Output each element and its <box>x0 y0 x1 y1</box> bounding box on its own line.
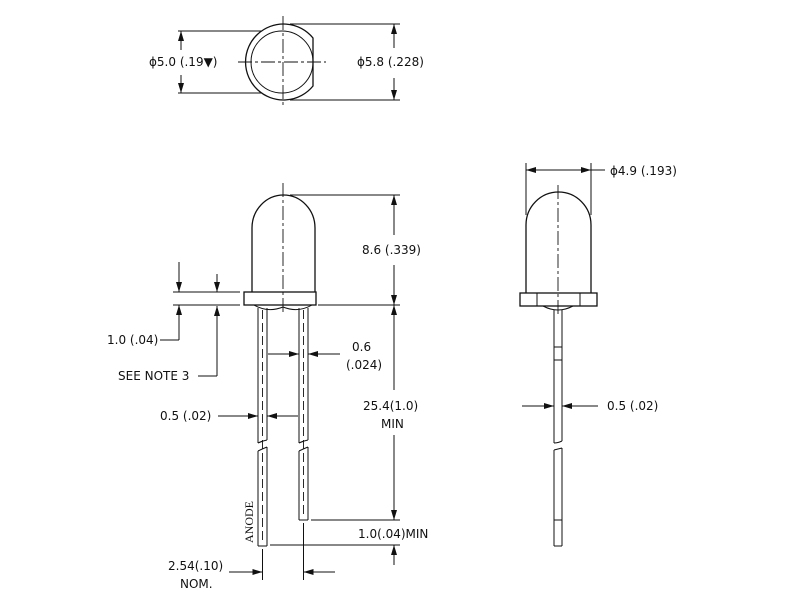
inner-diameter-label: ϕ5.0 (.19▼) <box>149 55 218 69</box>
top-view: ϕ5.0 (.19▼) ϕ5.8 (.228) <box>149 16 424 108</box>
height-label: 8.6 (.339) <box>362 243 421 257</box>
outer-rim <box>244 23 314 101</box>
anode-label: ANODE <box>242 501 256 543</box>
side-lead-width-label: 0.5 (.02) <box>607 399 658 413</box>
flange-label: 1.0 (.04) <box>107 333 158 347</box>
body-diameter-label: ϕ4.9 (.193) <box>610 164 677 178</box>
pitch-label: 2.54(.10) <box>168 559 223 573</box>
front-view: 8.6 (.339) 1.0 (.04) SEE NOTE 3 0.6 (.02… <box>107 183 428 591</box>
lead-square-label-inch: (.024) <box>346 358 382 372</box>
led-body <box>251 194 316 292</box>
outer-diameter-label: ϕ5.8 (.228) <box>357 55 424 69</box>
pitch-nom-label: NOM. <box>180 577 213 591</box>
lead-width-label: 0.5 (.02) <box>160 409 211 423</box>
see-note-label: SEE NOTE 3 <box>118 369 189 383</box>
lead-length-label: 25.4(1.0) <box>363 399 418 413</box>
side-flange <box>519 292 598 307</box>
flange <box>243 291 317 306</box>
lead-square-label: 0.6 <box>352 340 371 354</box>
side-lead <box>553 310 563 547</box>
side-view: ϕ4.9 (.193) 0.5 (.02) <box>519 163 677 547</box>
lead-offset-label: 1.0(.04)MIN <box>358 527 428 541</box>
side-led-body <box>525 191 592 293</box>
lead-length-min-label: MIN <box>381 417 404 431</box>
